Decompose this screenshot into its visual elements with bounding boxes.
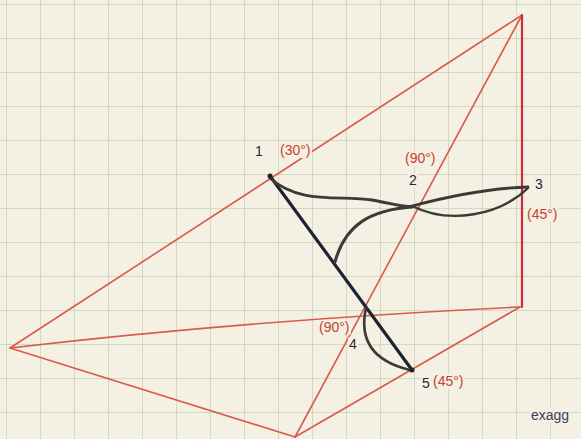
point-dot xyxy=(268,174,273,179)
angle-label: (90°) xyxy=(318,320,351,335)
angle-label: (45°) xyxy=(526,207,559,222)
point-number: 3 xyxy=(534,177,544,192)
lens-curve xyxy=(412,188,528,216)
curved-path xyxy=(335,207,412,262)
point-number: 1 xyxy=(254,144,264,159)
note-text: exagg xyxy=(530,408,570,423)
wedge-edge xyxy=(10,307,520,348)
wedge-edge xyxy=(295,15,522,437)
angle-label: (30°) xyxy=(279,143,312,158)
curved-path xyxy=(270,178,528,207)
point-dot xyxy=(410,368,415,373)
path-curves xyxy=(270,176,528,370)
wedge-edge xyxy=(10,15,522,348)
wedge-outline xyxy=(10,15,522,437)
curved-path xyxy=(364,308,410,370)
wedge-edge xyxy=(10,348,295,437)
angle-label: (45°) xyxy=(432,374,465,389)
angle-label: (90°) xyxy=(404,151,437,166)
wedge-edge xyxy=(521,15,523,307)
point-number: 2 xyxy=(408,173,418,188)
wedge-edge xyxy=(295,307,520,437)
point-number: 5 xyxy=(421,376,431,391)
point-number: 4 xyxy=(348,337,358,352)
point-marks xyxy=(268,174,415,373)
